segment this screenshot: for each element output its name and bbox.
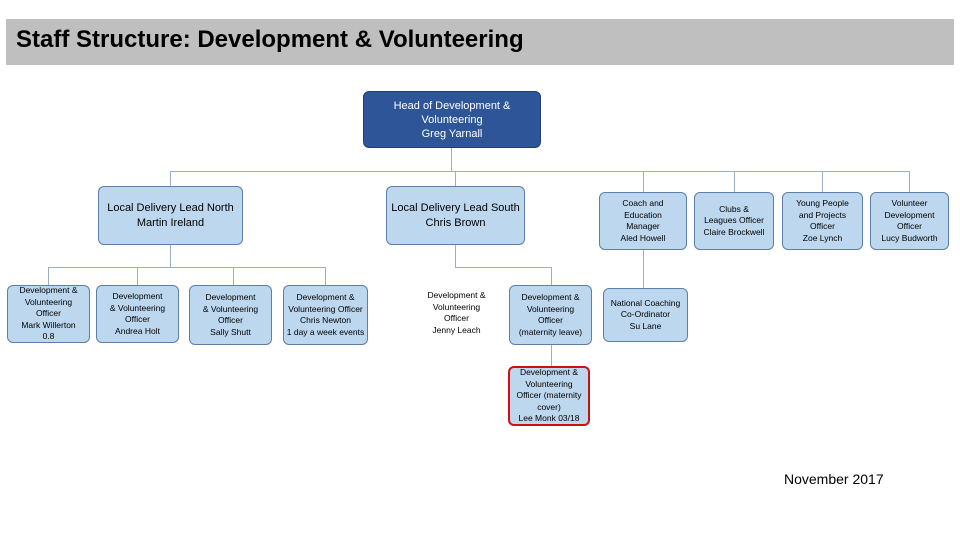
coach-line2: Education xyxy=(624,209,662,220)
lead-north-box: Local Delivery Lead North Martin Ireland xyxy=(98,186,243,245)
head-role-line2: Volunteering xyxy=(421,113,483,126)
coach-line1: Coach and xyxy=(622,198,664,208)
connector-north-down xyxy=(170,245,171,267)
officer-chris-newton-box: Development & Volunteering Officer Chris… xyxy=(283,285,368,345)
connector-top-horizontal xyxy=(170,171,910,172)
officer-line1: Development & xyxy=(521,292,580,302)
volunteer-development-officer-box: Volunteer Development Officer Lucy Budwo… xyxy=(870,192,949,250)
lead-south-box: Local Delivery Lead South Chris Brown xyxy=(386,186,525,245)
young-line2: and Projects xyxy=(798,209,847,220)
officer-extra: 1 day a week events xyxy=(286,326,365,337)
officer-sally-shutt-box: Development & Volunteering Officer Sally… xyxy=(189,285,272,345)
young-people-officer-box: Young People and Projects Officer Zoe Ly… xyxy=(782,192,863,250)
volunteer-line2: Development xyxy=(884,209,935,220)
young-name: Zoe Lynch xyxy=(802,232,843,243)
clubs-line1: Clubs & xyxy=(719,203,749,214)
officer-line3: Officer xyxy=(444,313,469,323)
cover-line1: Development & xyxy=(519,367,579,378)
clubs-name: Claire Brockwell xyxy=(703,226,765,237)
national-line2: Co-Ordinator xyxy=(620,309,671,320)
page-title: Staff Structure: Development & Volunteer… xyxy=(16,26,524,53)
connector-north-horizontal xyxy=(48,267,326,268)
date-label: November 2017 xyxy=(784,471,884,487)
cover-name: Lee Monk 03/18 xyxy=(518,413,580,424)
connector-north-4 xyxy=(325,267,326,285)
connector-drop-north xyxy=(170,171,171,186)
coach-education-manager-box: Coach and Education Manager Aled Howell xyxy=(599,192,687,250)
volunteer-line1: Volunteer xyxy=(891,198,928,208)
officer-maternity-leave-box: Development & Volunteering Officer (mate… xyxy=(509,285,592,345)
officer-name: Chris Newton xyxy=(299,315,352,325)
volunteer-name: Lucy Budworth xyxy=(881,232,938,243)
officer-line2: Volunteering xyxy=(432,301,481,312)
clubs-leagues-officer-box: Clubs & Leagues Officer Claire Brockwell xyxy=(694,192,774,250)
connector-north-3 xyxy=(233,267,234,285)
coach-name: Aled Howell xyxy=(620,232,666,243)
national-coaching-coordinator-box: National Coaching Co-Ordinator Su Lane xyxy=(603,288,688,342)
lead-north-role: Local Delivery Lead North xyxy=(107,201,234,214)
connector-drop-young xyxy=(822,171,823,192)
head-of-development-box: Head of Development & Volunteering Greg … xyxy=(363,91,541,148)
connector-drop-south xyxy=(455,171,456,186)
lead-north-name: Martin Ireland xyxy=(136,216,205,229)
connector-south-horizontal xyxy=(455,267,551,268)
officer-line1: Development xyxy=(112,291,163,301)
officer-line2: & Volunteering xyxy=(202,303,259,314)
connector-coach-down xyxy=(643,250,644,288)
connector-maternity-cover xyxy=(551,345,552,366)
officer-line1: Development & xyxy=(427,290,486,300)
cover-line3: Officer (maternity xyxy=(516,390,582,401)
head-role-line1: Head of Development & xyxy=(393,99,511,112)
connector-north-2 xyxy=(137,267,138,285)
officer-name: Jenny Leach xyxy=(432,324,481,335)
officer-line3: Officer xyxy=(218,315,243,325)
coach-line3: Manager xyxy=(626,221,660,231)
officer-line3: Officer xyxy=(36,308,61,319)
officer-line1: Development & xyxy=(19,285,78,296)
officer-line3: Officer xyxy=(125,314,150,324)
young-line1: Young People xyxy=(796,198,849,208)
officer-line2: Volunteering xyxy=(526,303,575,314)
clubs-line2: Leagues Officer xyxy=(704,215,764,226)
cover-line4: cover) xyxy=(537,401,561,412)
officer-name: Andrea Holt xyxy=(115,325,160,336)
national-line1: National Coaching xyxy=(610,297,681,308)
connector-drop-clubs xyxy=(734,171,735,192)
connector-head-down xyxy=(451,148,452,171)
officer-name: Sally Shutt xyxy=(210,326,251,337)
connector-north-1 xyxy=(48,267,49,285)
officer-line2: & Volunteering xyxy=(109,302,166,313)
officer-line1: Development & xyxy=(296,292,355,302)
officer-extra: 0.8 xyxy=(42,331,55,342)
connector-south-2 xyxy=(551,267,552,285)
officer-line2: Volunteering Officer xyxy=(288,303,363,314)
lead-south-role: Local Delivery Lead South xyxy=(391,201,520,214)
officer-mark-willerton-box: Development & Volunteering Officer Mark … xyxy=(7,285,90,343)
young-line3: Officer xyxy=(810,221,835,231)
connector-drop-volunteer xyxy=(909,171,910,192)
national-name: Su Lane xyxy=(629,320,662,331)
officer-name: (maternity leave) xyxy=(518,326,583,337)
volunteer-line3: Officer xyxy=(897,221,922,231)
officer-line2: Volunteering xyxy=(24,296,73,307)
officer-line1: Development xyxy=(205,292,256,302)
lead-south-name: Chris Brown xyxy=(425,216,486,229)
connector-south-down xyxy=(455,245,456,267)
head-name: Greg Yarnall xyxy=(421,127,483,140)
connector-drop-coach xyxy=(643,171,644,192)
title-bar: Staff Structure: Development & Volunteer… xyxy=(6,19,954,65)
cover-line2: Volunteering xyxy=(525,378,573,389)
officer-name: Mark Willerton xyxy=(21,319,76,330)
officer-jenny-leach: Development & Volunteering Officer Jenny… xyxy=(414,285,499,341)
officer-andrea-holt-box: Development & Volunteering Officer Andre… xyxy=(96,285,179,343)
officer-line3: Officer xyxy=(538,315,563,325)
maternity-cover-officer-box: Development & Volunteering Officer (mate… xyxy=(508,366,590,426)
